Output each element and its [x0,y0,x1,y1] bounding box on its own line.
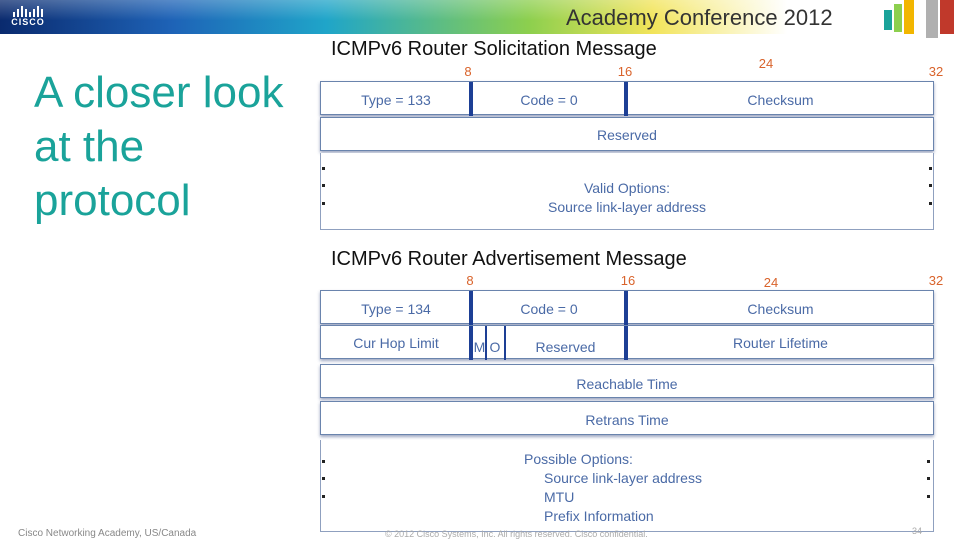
rs-reserved-field: Reserved [597,127,657,143]
cisco-wordmark: CISCO [11,17,45,27]
ra-reachable-row: Reachable Time [320,364,934,398]
ra-options-line-2: Source link-layer address [544,470,702,486]
ra-ellipsis-dot [322,460,325,463]
ra-bit-16: 16 [620,273,636,288]
slide-title-line-1: A closer look [34,68,284,117]
rs-ellipsis-dot [929,202,932,205]
conference-title: Academy Conference 2012 [566,5,833,30]
ra-divider-o [504,326,506,360]
page-number: 34 [912,526,923,536]
footer-copyright: © 2012 Cisco Systems, Inc. All rights re… [385,529,648,539]
rs-ellipsis-dot [322,202,325,205]
rs-checksum-field: Checksum [747,92,814,108]
ra-divider-8 [469,291,473,325]
rs-ellipsis-dot [322,167,325,170]
advertisement-title: ICMPv6 Router Advertisement Message [331,248,687,270]
ra-options-line-1: Possible Options: [524,451,633,467]
slide-title-line-2: at the [34,122,145,171]
ra-ellipsis-dot [927,495,930,498]
banner-glow [0,0,960,34]
rs-bit-16: 16 [617,64,633,79]
rs-bit-32: 32 [928,64,944,79]
ra-retrans-row: Retrans Time [320,401,934,435]
ra-header-row: Type = 134 Code = 0 Checksum [320,290,934,325]
rs-divider-16 [624,82,628,116]
ra-o-flag: O [489,339,501,355]
rs-divider-8 [469,82,473,116]
ra-reachable-time-field: Reachable Time [576,376,678,392]
rs-header-row: Type = 133 Code = 0 Checksum [320,81,934,116]
rs-ellipsis-dot [929,167,932,170]
ra-bit-8: 8 [466,273,474,288]
ra-bit-32: 32 [928,273,944,288]
ra-divider-m [485,326,487,360]
rs-bit-8: 8 [464,64,472,79]
top-banner [0,0,960,34]
ra-ellipsis-dot [927,477,930,480]
ra-router-lifetime-field: Router Lifetime [733,335,828,351]
rs-bit-24: 24 [758,56,774,71]
decorative-bars-icon [884,0,954,38]
ra-options-line-4: Prefix Information [544,508,654,524]
rs-options-line-1: Valid Options: [583,180,671,196]
ra-code-field: Code = 0 [520,301,578,317]
rs-ellipsis-dot [929,184,932,187]
ra-bit-24: 24 [763,275,779,290]
rs-options-box: Valid Options: Source link-layer address [320,153,934,230]
ra-retrans-time-field: Retrans Time [585,412,669,428]
ra-ellipsis-dot [927,460,930,463]
ra-divider-16 [624,326,628,360]
ra-flags-row: Cur Hop Limit M O Reserved Router Lifeti… [320,325,934,360]
slide-title: A closer look at the protocol [34,66,324,228]
cisco-bars-icon [13,6,43,17]
ra-divider-16 [624,291,628,325]
rs-reserved-row: Reserved [320,117,934,151]
ra-divider-8 [469,326,473,360]
ra-reserved-field: Reserved [535,339,596,355]
rs-options-line-2: Source link-layer address [548,199,706,215]
ra-type-field: Type = 134 [361,301,431,317]
rs-code-field: Code = 0 [520,92,578,108]
ra-checksum-field: Checksum [747,301,814,317]
ra-options-box: Possible Options: Source link-layer addr… [320,440,934,532]
rs-ellipsis-dot [322,184,325,187]
ra-m-flag: M [473,339,486,355]
ra-options-line-3: MTU [544,489,575,505]
footer-organization: Cisco Networking Academy, US/Canada [18,528,197,539]
cisco-logo: CISCO [8,4,48,30]
ra-ellipsis-dot [322,495,325,498]
ra-hop-limit-field: Cur Hop Limit [353,335,439,351]
ra-ellipsis-dot [322,477,325,480]
slide-title-line-3: protocol [34,176,191,225]
rs-type-field: Type = 133 [361,92,431,108]
solicitation-title: ICMPv6 Router Solicitation Message [331,38,657,60]
